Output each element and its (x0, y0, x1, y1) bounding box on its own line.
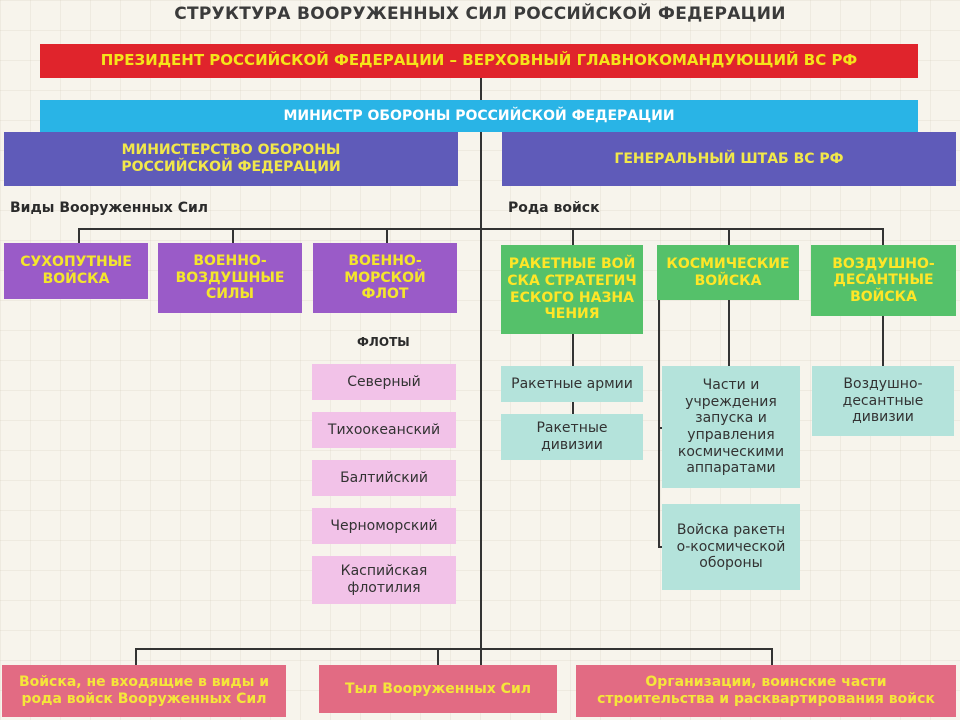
connector-line (658, 427, 664, 429)
branches-label: Рода войск (508, 200, 600, 216)
connector-line (771, 648, 773, 665)
type-box-ground-forces: СУХОПУТНЫЕ ВОЙСКА (4, 243, 148, 299)
vdv-unit-box: Воздушно-десантные дивизии (812, 366, 954, 436)
bottom-box-construction: Организации, воинские части строительств… (576, 665, 956, 717)
connector-line (882, 228, 884, 245)
connector-line (480, 78, 482, 100)
connector-line (482, 228, 882, 230)
president-box: ПРЕЗИДЕНТ РОССИЙСКОЙ ФЕДЕРАЦИИ – ВЕРХОВН… (40, 44, 918, 78)
connector-line (658, 546, 664, 548)
bottom-box-rear: Тыл Вооруженных Сил (319, 665, 557, 713)
connector-line (78, 228, 80, 243)
minister-box: МИНИСТР ОБОРОНЫ РОССИЙСКОЙ ФЕДЕРАЦИИ (40, 100, 918, 132)
fleets-label: ФЛОТЫ (357, 335, 410, 349)
branch-box-vdv: ВОЗДУШНО-ДЕСАНТНЫЕ ВОЙСКА (811, 245, 956, 316)
fleet-box: Каспийская флотилия (312, 556, 456, 604)
type-box-navy: ВОЕННО-МОРСКОЙ ФЛОТ (313, 243, 457, 313)
connector-line (135, 648, 137, 665)
connector-line (232, 228, 234, 243)
connector-line (386, 228, 388, 243)
branch-box-rvsn: РАКЕТНЫЕ ВОЙСКА СТРАТЕГИЧЕСКОГО НАЗНАЧЕН… (501, 245, 643, 334)
branch-box-space: КОСМИЧЕСКИЕ ВОЙСКА (657, 245, 799, 300)
space-unit-box: Войска ракетно-космической обороны (662, 504, 800, 590)
connector-line (728, 300, 730, 366)
space-unit-box: Части и учреждения запуска и управления … (662, 366, 800, 488)
connector-line (882, 316, 884, 366)
fleet-box: Балтийский (312, 460, 456, 496)
rvsn-unit-box: Ракетные дивизии (501, 414, 643, 460)
connector-line (437, 648, 439, 665)
ministry-box: МИНИСТЕРСТВО ОБОРОНЫ РОССИЙСКОЙ ФЕДЕРАЦИ… (4, 132, 458, 186)
connector-line (480, 132, 482, 667)
type-box-air-forces: ВОЕННО-ВОЗДУШНЫЕ СИЛЫ (158, 243, 302, 313)
general-staff-box: ГЕНЕРАЛЬНЫЙ ШТАБ ВС РФ (502, 132, 956, 186)
types-label: Виды Вооруженных Сил (10, 200, 209, 216)
rvsn-unit-box: Ракетные армии (501, 366, 643, 402)
bottom-box-other-troops: Войска, не входящие в виды и рода войск … (2, 665, 286, 717)
fleet-box: Северный (312, 364, 456, 400)
connector-line (78, 228, 733, 230)
connector-line (658, 300, 660, 548)
connector-line (572, 228, 574, 245)
page-title: СТРУКТУРА ВООРУЖЕННЫХ СИЛ РОССИЙСКОЙ ФЕД… (174, 4, 786, 24)
fleet-box: Тихоокеанский (312, 412, 456, 448)
connector-line (728, 228, 730, 245)
connector-line (135, 648, 773, 650)
fleet-box: Черноморский (312, 508, 456, 544)
